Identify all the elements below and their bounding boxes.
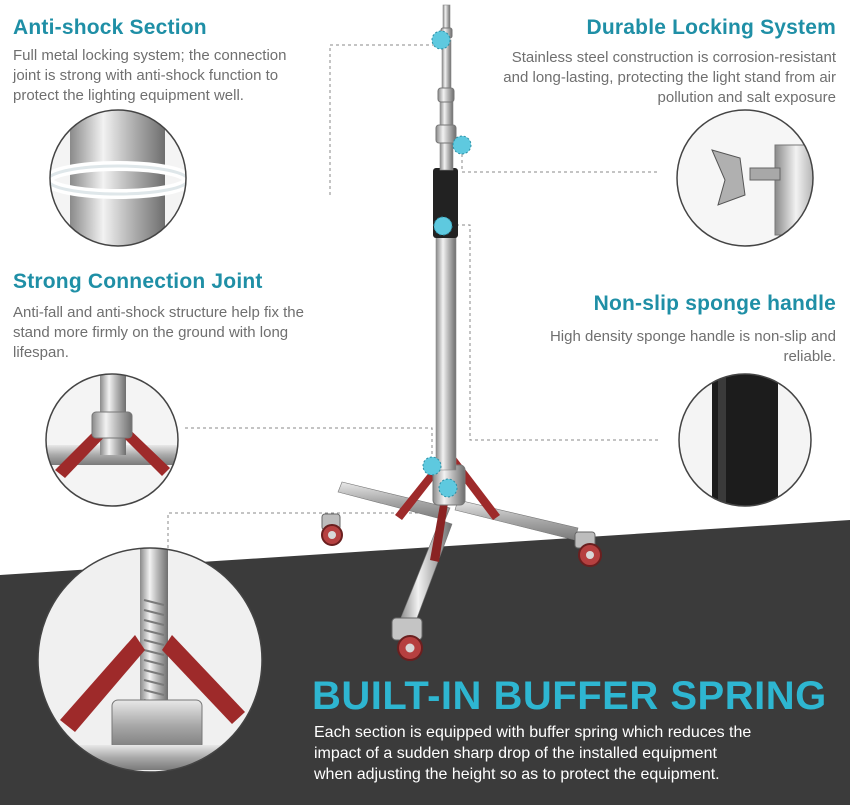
strong-joint-description: Anti-fall and anti-shock structure help … [13, 304, 304, 361]
caster-front [391, 617, 423, 661]
callout-circle-anti-shock [49, 109, 187, 247]
connector-lines [167, 44, 660, 548]
callout-circle-sponge-handle [678, 373, 812, 507]
caster-left [321, 513, 343, 546]
buffer-spring-description: Each section is equipped with buffer spr… [314, 724, 752, 783]
durable-locking-description: Stainless steel construction is corrosio… [503, 49, 836, 106]
anti-shock-title: Anti-shock Section [13, 16, 207, 39]
anti-shock-description: Full metal locking system; the connectio… [13, 47, 287, 104]
strong-joint-title: Strong Connection Joint [13, 270, 263, 293]
buffer-spring-title: BUILT-IN BUFFER SPRING [312, 674, 827, 718]
marker-dots [422, 30, 472, 498]
sponge-handle-title: Non-slip sponge handle [593, 292, 836, 315]
callout-circle-connection-joint [45, 373, 179, 507]
callout-circle-locking-system [676, 109, 814, 247]
durable-locking-title: Durable Locking System [586, 16, 836, 39]
sponge-handle-description: High density sponge handle is non-slip a… [549, 328, 836, 365]
callout-circle-buffer-spring [37, 547, 263, 773]
caster-right [574, 531, 602, 567]
